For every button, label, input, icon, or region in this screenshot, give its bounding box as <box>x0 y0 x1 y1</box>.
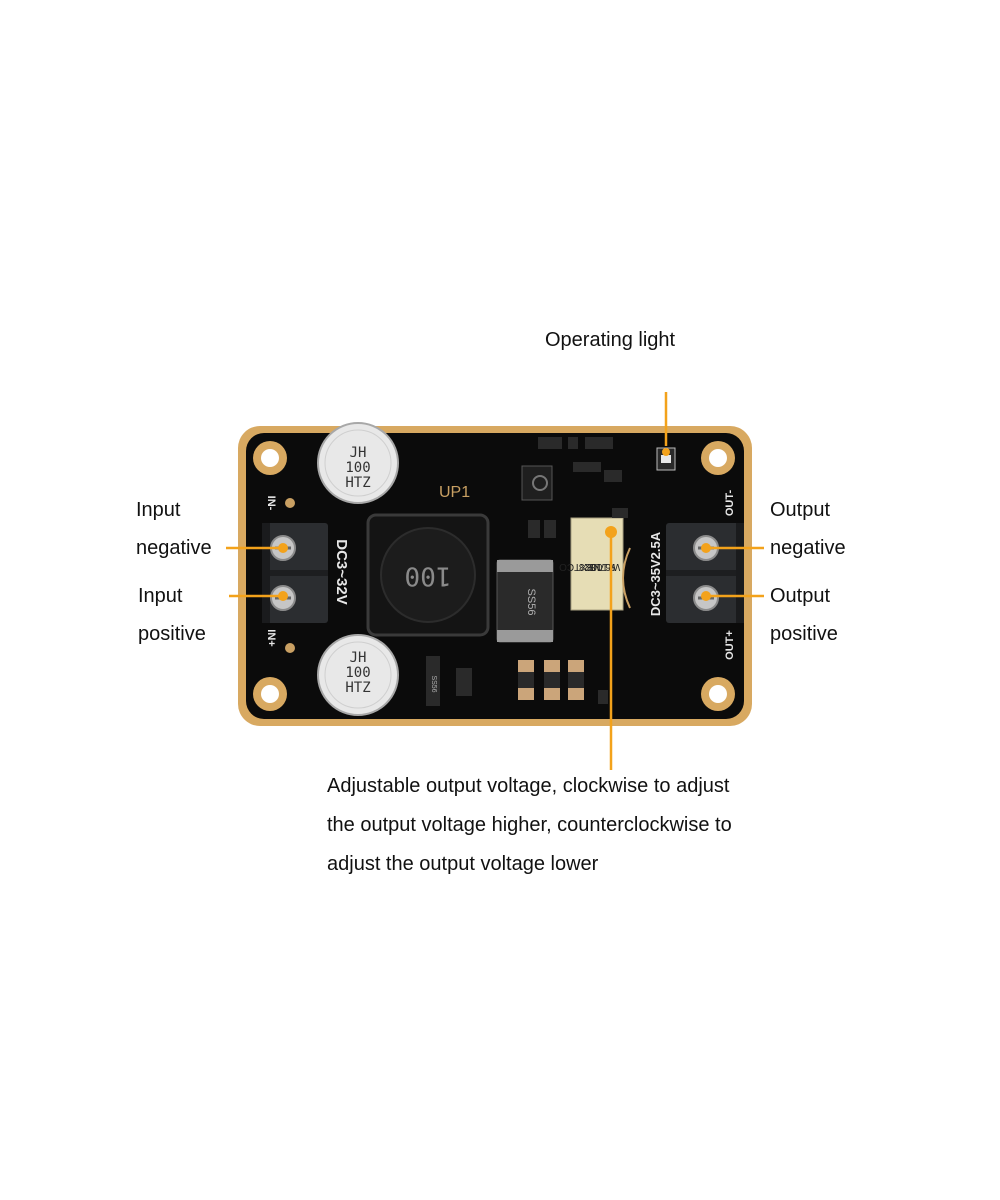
svg-text:100: 100 <box>405 561 452 591</box>
ic-chip <box>521 465 553 501</box>
svg-text:JH: JH <box>350 445 367 461</box>
capacitor-bottom: JH 100 HTZ <box>317 634 399 716</box>
resistor-array <box>518 660 584 700</box>
inductor: 100 <box>366 513 490 637</box>
svg-text:HTZ: HTZ <box>345 475 370 491</box>
output-terminal-block <box>666 523 744 623</box>
callout-dots <box>278 448 711 601</box>
svg-text:JH: JH <box>350 650 367 666</box>
callout-lines <box>226 392 764 770</box>
operating-light-label: Operating light <box>545 329 676 351</box>
mounting-hole-top-left <box>253 441 287 475</box>
svg-text:SS56: SS56 <box>525 589 537 616</box>
svg-text:1823: 1823 <box>578 561 601 572</box>
svg-text:NEXTCO: NEXTCO <box>559 561 601 572</box>
svg-text:100: 100 <box>345 665 370 681</box>
silk-input-rating: DC3~32V <box>333 539 350 604</box>
input-negative-label: Input negative <box>136 499 212 559</box>
silk-output-rating: DC3~35V2.5A <box>648 531 663 616</box>
svg-text:100: 100 <box>345 460 370 476</box>
silk-chip-label: UP1 <box>439 484 470 501</box>
input-positive-label: Input positive <box>138 585 206 645</box>
capacitor-top: JH 100 HTZ <box>317 422 399 504</box>
silk-output-pos: OUT+ <box>724 630 736 660</box>
mounting-hole-bottom-right <box>701 677 735 711</box>
adjustment-description: Adjustable output voltage, clockwise to … <box>327 775 732 875</box>
silk-input-pos: IN+ <box>265 629 277 646</box>
svg-text:HTZ: HTZ <box>345 680 370 696</box>
input-terminal-block <box>262 523 328 623</box>
output-positive-label: Output positive <box>770 585 838 645</box>
output-negative-label: Output negative <box>770 499 846 559</box>
mounting-hole-top-right <box>701 441 735 475</box>
svg-text:R100K: R100K <box>584 561 615 572</box>
silk-output-neg: OUT- <box>724 490 736 517</box>
small-diode-label: SS56 <box>430 675 437 692</box>
schottky-diode: SS56 <box>496 559 554 643</box>
mounting-hole-bottom-left <box>253 677 287 711</box>
smd-components <box>426 437 628 706</box>
silk-input-neg: IN- <box>265 496 277 511</box>
